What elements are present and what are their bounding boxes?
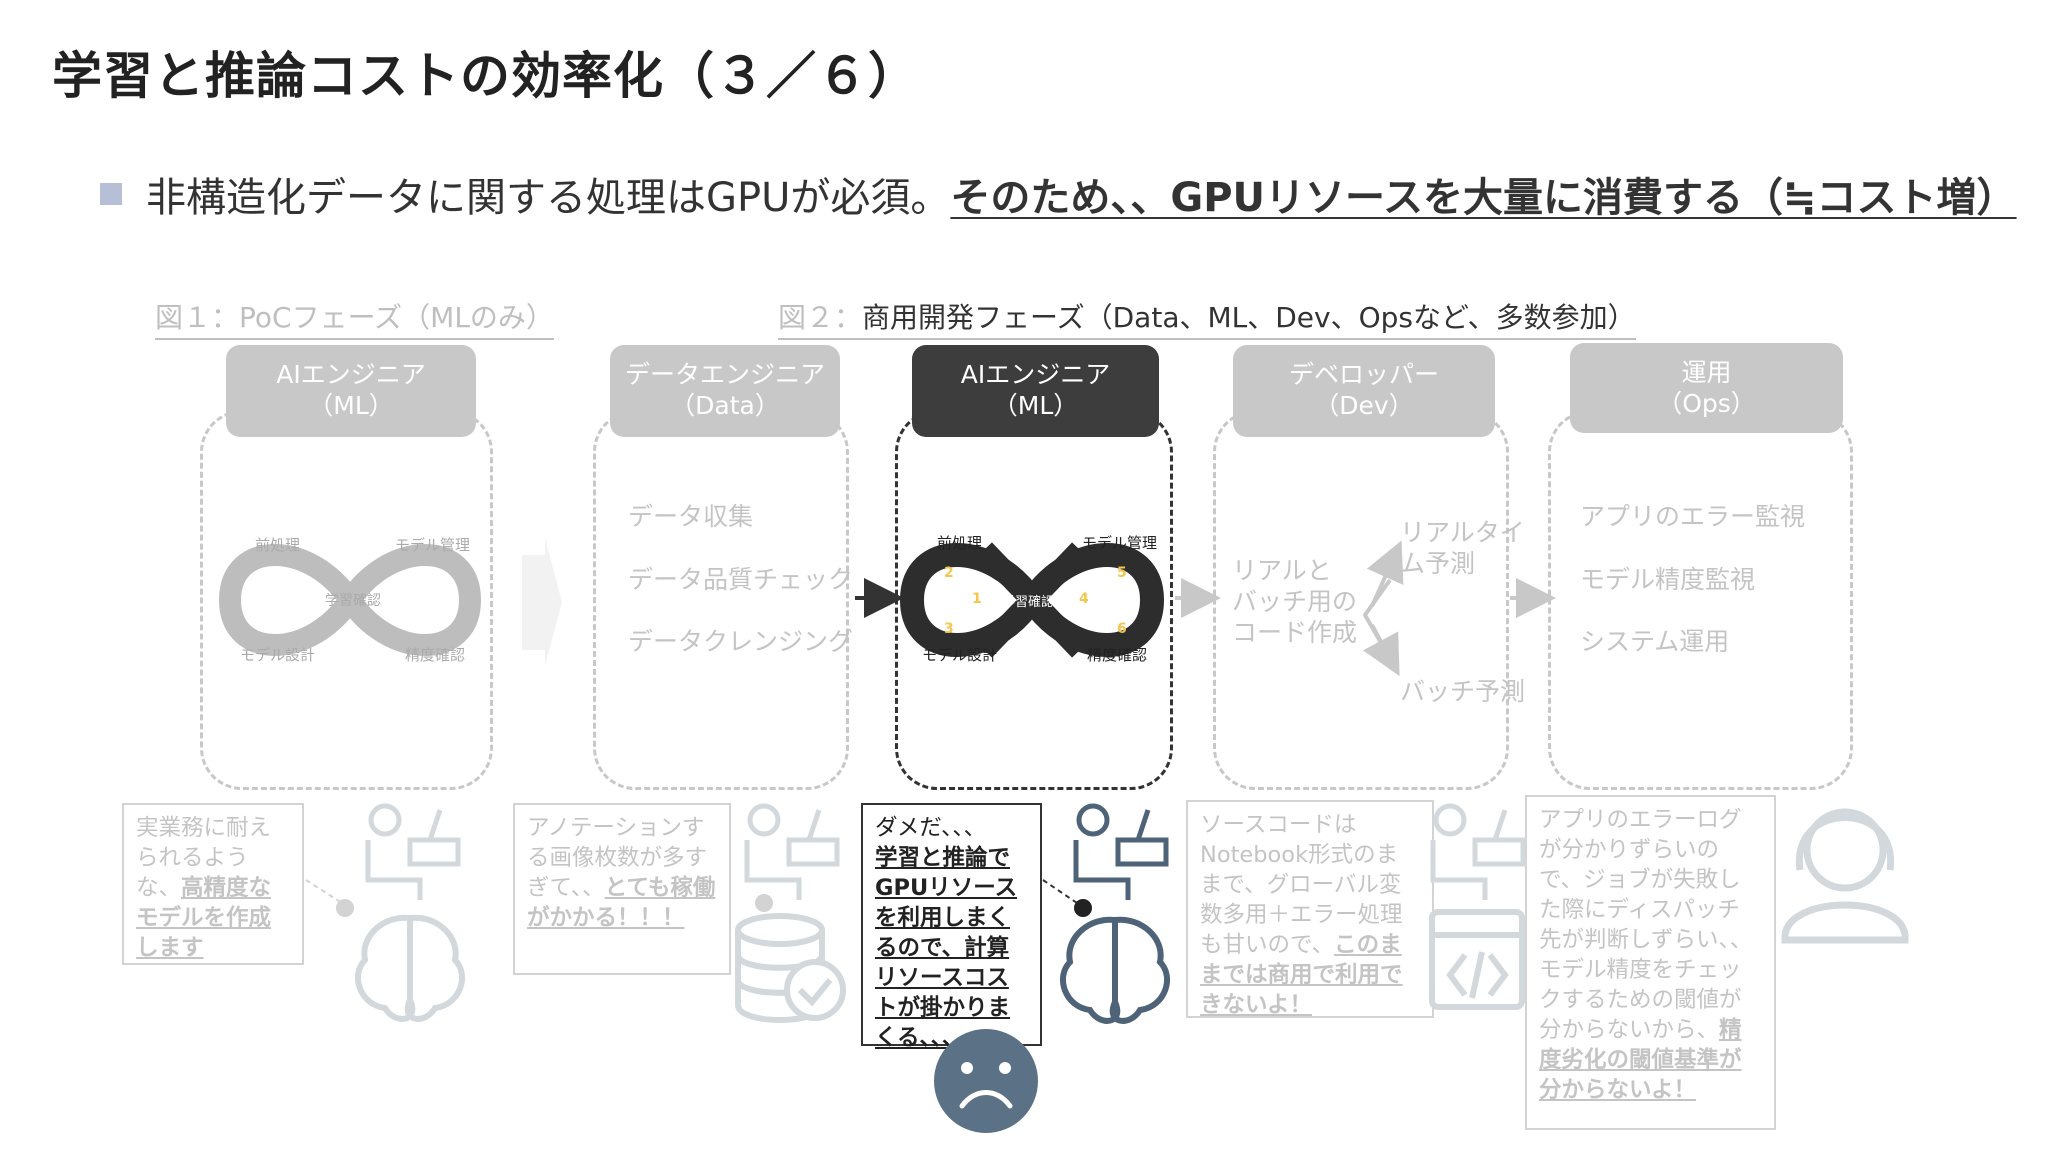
data-task-cleansing: データクレンジング xyxy=(628,627,854,656)
cycle-num-6: 6 xyxy=(1117,621,1127,637)
sad-face-icon xyxy=(934,1029,1038,1133)
brain-icon-ml xyxy=(1059,916,1171,1024)
code-window-icon xyxy=(1429,909,1525,1010)
note-text: ソースコードはNotebook形式のままで、グローバル変数多用＋エラー処理も甘い… xyxy=(1200,812,1403,958)
role-line2: （ML） xyxy=(992,391,1079,420)
ops-task-error-monitor: アプリのエラー監視 xyxy=(1580,502,1806,531)
fig2-title: 商用開発フェーズ（Data、ML、Dev、Opsなど、多数参加） xyxy=(862,301,1636,334)
cycle-num-4: 4 xyxy=(1079,591,1089,607)
note-emphasis: このままでは商用で利用できないよ！ xyxy=(1200,932,1403,1018)
bullet-emphasis: そのため、、GPUリソースを大量に消費する（≒コスト増） xyxy=(950,175,2017,221)
dev-code-line1: リアルと xyxy=(1232,556,1332,585)
data-task-quality: データ品質チェック xyxy=(628,565,854,594)
data-task-collect: データ収集 xyxy=(628,502,754,531)
role-line2: （Data） xyxy=(670,391,780,420)
cycle-label-accuracy: 精度確認 xyxy=(1087,646,1147,664)
cycle-label-learn: 学習確認 xyxy=(1002,594,1054,610)
person-desk-icon-data xyxy=(744,803,840,900)
note-emphasis: 精度劣化の閾値基準が分からないよ！ xyxy=(1539,1017,1742,1103)
ops-task-system: システム運用 xyxy=(1580,627,1730,656)
note-ops: アプリのエラーログが分かりずらいので、ジョブが失敗した際にディスパッチ先が判断し… xyxy=(1525,795,1776,1130)
dev-code-line2: バッチ用の xyxy=(1232,587,1358,616)
cycle-label-model-manage: モデル管理 xyxy=(395,536,470,554)
bullet-text: 非構造化データに関する処理はGPUが必須。そのため、、GPUリソースを大量に消費… xyxy=(146,165,2017,223)
ml-cycle-icon-active: 前処理 モデル管理 モデル設計 精度確認 学習確認 1 2 3 4 5 6 xyxy=(899,534,1165,664)
note-text: 実業務に耐えられるような、 xyxy=(136,815,272,901)
person-desk-icon-poc xyxy=(365,803,461,900)
note-connector-data xyxy=(755,894,773,912)
arrow-to-realtime xyxy=(1366,540,1404,607)
bullet-marker xyxy=(100,183,122,205)
note-text: アプリのエラーログが分かりずらいので、ジョブが失敗した際にディスパッチ先が判断し… xyxy=(1539,807,1753,953)
role-line2: （Ops） xyxy=(1657,389,1756,418)
role-line1: 運用 xyxy=(1681,358,1732,387)
note-text: アノテーションする画像枚数が多すぎて、、 xyxy=(527,815,708,901)
role-line2: （ML） xyxy=(308,391,394,420)
role-line1: デベロッパー xyxy=(1288,360,1439,389)
role-operations: 運用 （Ops） xyxy=(1570,343,1843,433)
fig1-label: 図１：PoCフェーズ（MLのみ） xyxy=(155,296,554,340)
role-ai-engineer-prod: AIエンジニア （ML） xyxy=(912,345,1159,437)
note-poc: 実業務に耐えられるような、高精度なモデルを作成します xyxy=(122,803,304,965)
dev-task-realtime: リアルタイ ム予測 xyxy=(1400,517,1525,579)
cycle-label-model-design: モデル設計 xyxy=(922,646,997,664)
note-emphasis: とても稼働がかかる！！！ xyxy=(527,875,716,931)
note-connector-poc xyxy=(305,879,354,917)
brain-icon-poc xyxy=(354,914,466,1022)
cycle-label-accuracy: 精度確認 xyxy=(405,646,465,664)
operator-headset-icon xyxy=(1781,808,1909,944)
role-line2: （Dev） xyxy=(1314,391,1414,420)
cycle-label-preprocess: 前処理 xyxy=(255,536,300,554)
database-check-icon xyxy=(735,913,846,1023)
note-dev: ソースコードはNotebook形式のままで、グローバル変数多用＋エラー処理も甘い… xyxy=(1186,800,1434,1018)
cycle-num-3: 3 xyxy=(944,621,954,637)
bullet-lead: 非構造化データに関する処理はGPUが必須。 xyxy=(146,175,951,221)
page-title: 学習と推論コストの効率化（３／６） xyxy=(52,47,919,105)
cycle-num-1: 1 xyxy=(972,591,982,607)
ops-task-accuracy-monitor: モデル精度監視 xyxy=(1580,565,1756,594)
note-text-2: モデル精度をチェックするための閾値が分からないから、 xyxy=(1539,957,1742,1043)
dev-realtime-line2: ム予測 xyxy=(1400,549,1476,578)
dev-task-batch: バッチ予測 xyxy=(1400,677,1526,706)
person-desk-icon-ml xyxy=(1073,803,1169,900)
person-desk-icon-dev xyxy=(1430,803,1526,900)
cycle-label-preprocess: 前処理 xyxy=(937,534,982,552)
cycle-num-2: 2 xyxy=(944,565,954,581)
note-data: アノテーションする画像枚数が多すぎて、、とても稼働がかかる！！！ xyxy=(513,803,731,975)
role-developer: デベロッパー （Dev） xyxy=(1233,345,1495,437)
dev-task-code: リアルと バッチ用の コード作成 xyxy=(1232,555,1357,648)
dev-realtime-line1: リアルタイ xyxy=(1400,518,1525,547)
cycle-label-learn: 学習確認 xyxy=(325,593,381,609)
phase-transition-arrow xyxy=(522,538,562,666)
ml-cycle-icon-poc: 前処理 モデル管理 モデル設計 精度確認 学習確認 xyxy=(218,536,482,664)
fig2-prefix: 図２： xyxy=(778,301,863,334)
note-connector-ml xyxy=(1042,879,1092,917)
dev-code-line3: コード作成 xyxy=(1232,618,1358,647)
role-line1: AIエンジニア xyxy=(276,360,426,389)
arrow-to-batch xyxy=(1362,624,1400,677)
role-line1: AIエンジニア xyxy=(960,360,1111,389)
cycle-num-5: 5 xyxy=(1117,565,1127,581)
cycle-label-model-manage: モデル管理 xyxy=(1082,534,1157,552)
role-line1: データエンジニア xyxy=(624,360,825,389)
fig2-label: 図２：商用開発フェーズ（Data、ML、Dev、Opsなど、多数参加） xyxy=(778,296,1636,340)
note-text: ダメだ、、、 xyxy=(875,815,987,841)
role-ai-engineer-poc: AIエンジニア （ML） xyxy=(226,345,476,437)
cycle-label-model-design: モデル設計 xyxy=(240,646,315,664)
note-emphasis: 高精度なモデルを作成します xyxy=(136,875,272,961)
role-data-engineer: データエンジニア （Data） xyxy=(610,345,840,437)
